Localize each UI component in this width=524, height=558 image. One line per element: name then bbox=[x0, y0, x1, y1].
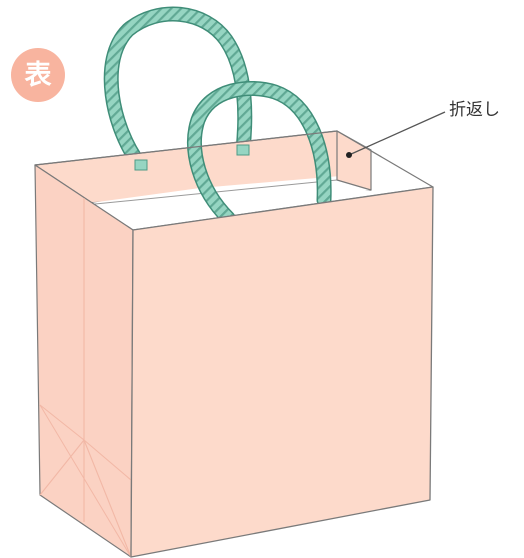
callout-leader-line bbox=[348, 111, 446, 156]
back-rope-eyelet-left bbox=[134, 159, 148, 171]
front-side-badge: 表 bbox=[11, 48, 65, 102]
fold-back-callout-label: 折返し bbox=[449, 100, 500, 120]
back-rope-eyelet-right bbox=[236, 144, 250, 156]
front-side-badge-label: 表 bbox=[24, 59, 52, 91]
right-fold-back bbox=[336, 130, 372, 191]
bag-interior bbox=[90, 176, 371, 230]
callout-dot bbox=[346, 152, 352, 158]
front-panel bbox=[130, 186, 434, 558]
